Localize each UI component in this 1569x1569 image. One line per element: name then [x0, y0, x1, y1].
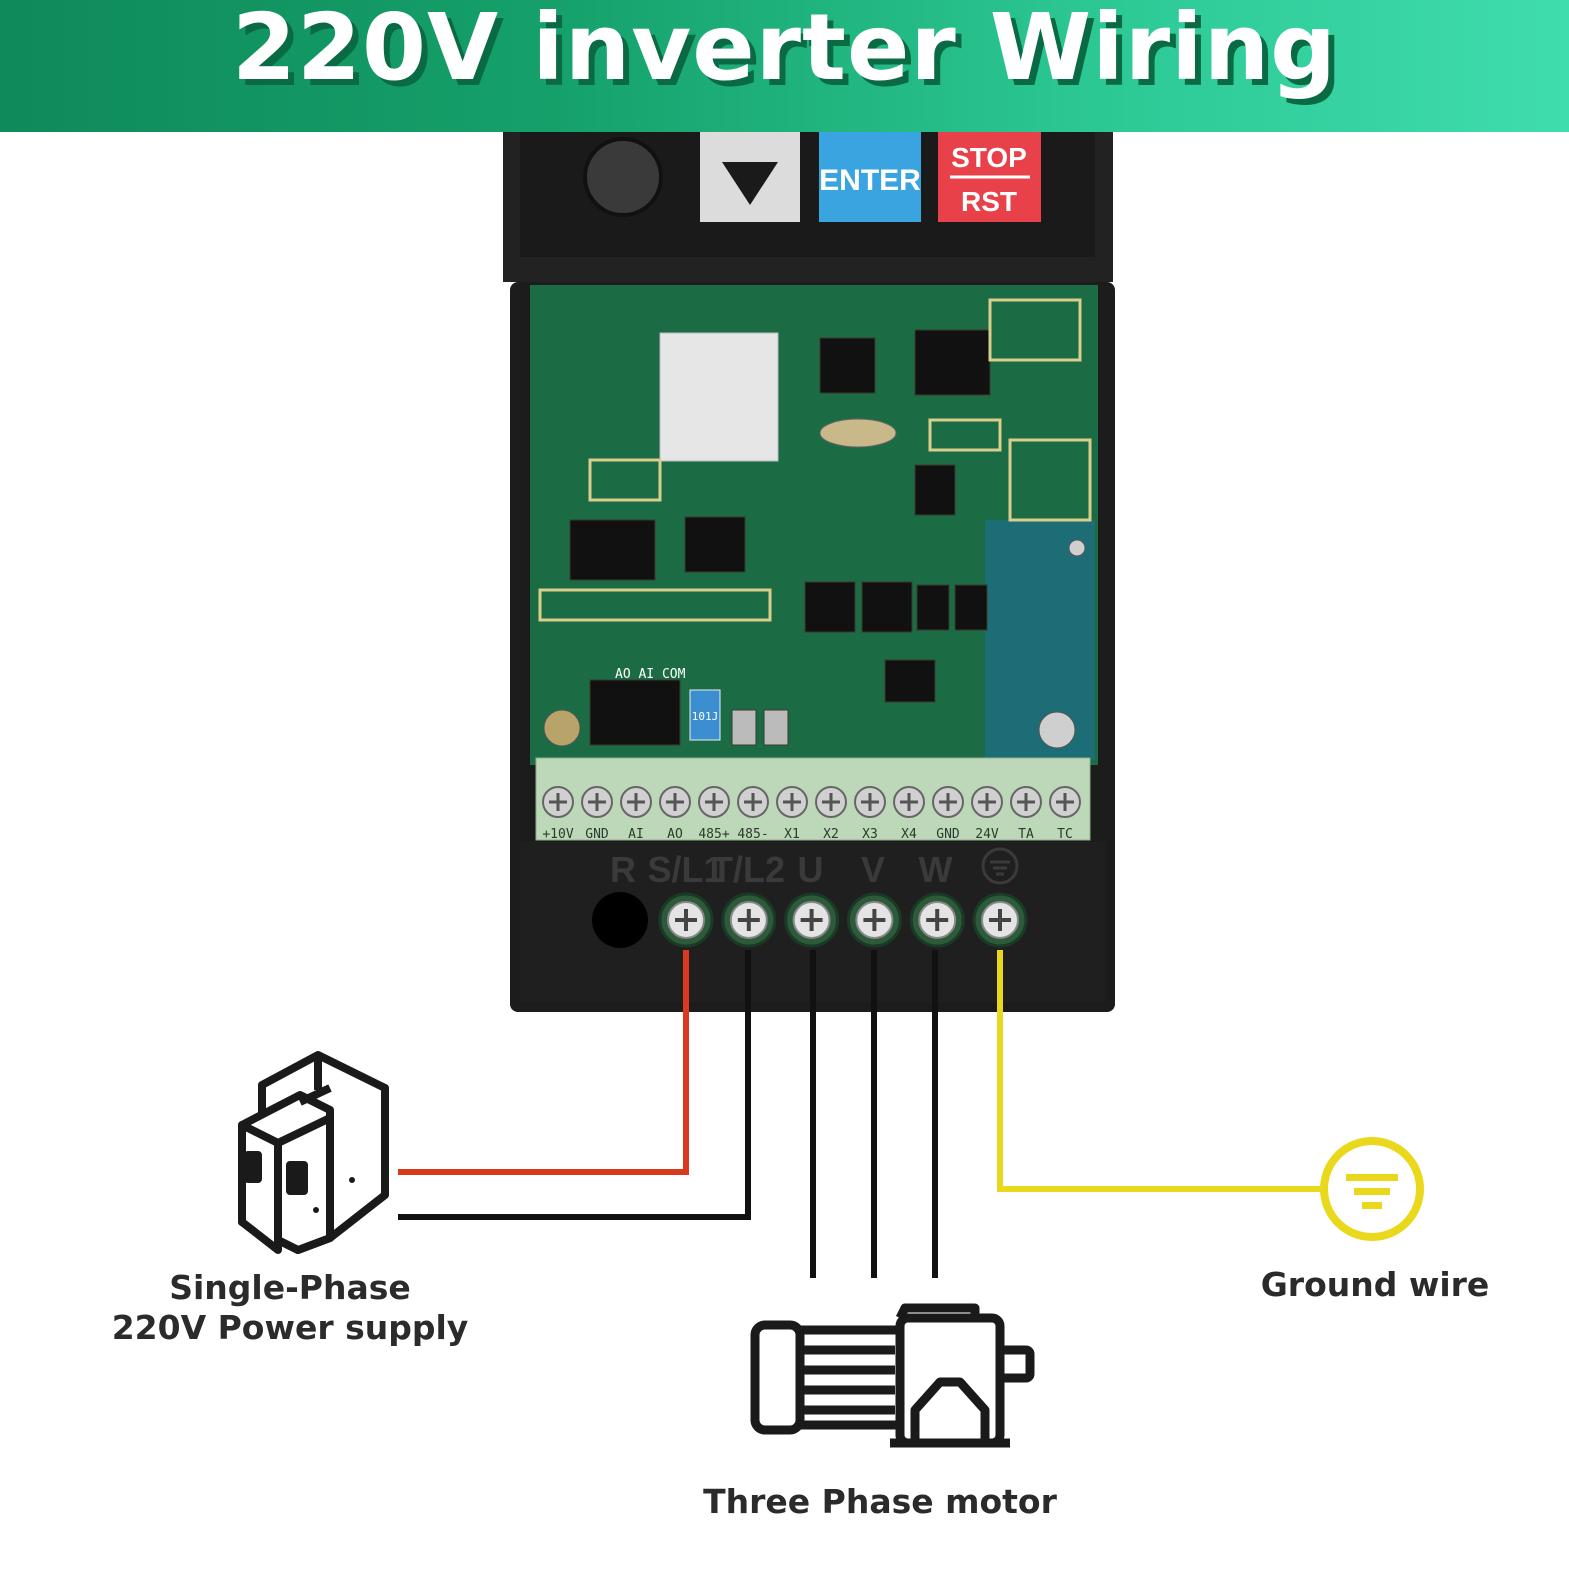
control-terminal-label: AO — [667, 827, 683, 842]
control-terminal-label: 24V — [975, 827, 999, 842]
control-terminal-screw[interactable] — [893, 786, 925, 818]
power-terminal-screw[interactable] — [658, 892, 714, 948]
ground-wire-label: Ground wire — [1260, 1265, 1490, 1304]
control-terminal-label: TC — [1057, 827, 1073, 842]
control-terminal-label: X4 — [901, 827, 917, 842]
title-banner: 220V inverter Wiring — [0, 0, 1569, 132]
power-supply-label-line1: Single-Phase — [169, 1268, 411, 1307]
circuit-breaker-icon — [238, 1051, 389, 1254]
control-terminal-screw[interactable] — [698, 786, 730, 818]
chip-label: 101J — [692, 710, 719, 723]
control-terminal-screw[interactable] — [1010, 786, 1042, 818]
control-terminal-screw[interactable] — [542, 786, 574, 818]
control-terminal-label: TA — [1018, 827, 1034, 842]
pcb-components: 101J — [538, 298, 1092, 749]
control-terminal-screw[interactable] — [737, 786, 769, 818]
enter-button[interactable]: ENTER — [819, 132, 921, 222]
neutral-wire — [398, 950, 751, 1220]
control-terminal-screws — [542, 786, 1081, 818]
power-supply-label: Single-Phase 220V Power supply — [100, 1268, 480, 1348]
ground-symbol-icon — [981, 847, 1019, 885]
control-terminal-screw[interactable] — [659, 786, 691, 818]
down-button[interactable] — [700, 132, 800, 222]
ground-wire — [997, 950, 1322, 1192]
control-terminal-screw[interactable] — [932, 786, 964, 818]
control-terminal-label: AI — [628, 827, 644, 842]
ground-icon — [1320, 1137, 1424, 1241]
control-terminal-screw[interactable] — [620, 786, 652, 818]
power-terminal-screws — [658, 892, 1028, 948]
power-terminal-label: V — [861, 849, 885, 890]
enter-button-label: ENTER — [819, 164, 921, 197]
control-terminal-screw[interactable] — [854, 786, 886, 818]
motor-icon — [750, 1303, 1035, 1448]
power-terminal-label: R — [610, 849, 636, 890]
live-wire — [398, 950, 689, 1175]
control-terminal-screw[interactable] — [776, 786, 808, 818]
control-terminal-label: 485+ — [698, 827, 729, 842]
inverter-unit: ENTER STOP RST 101J — [503, 132, 1115, 1012]
power-terminal-screw[interactable] — [721, 892, 777, 948]
page-title: 220V inverter Wiring — [231, 0, 1338, 101]
knob[interactable] — [583, 137, 663, 217]
control-terminal-screw[interactable] — [971, 786, 1003, 818]
control-terminal-label: 485- — [737, 827, 768, 842]
power-terminal-screw[interactable] — [846, 892, 902, 948]
aoaicom-label: AO AI COM — [615, 667, 686, 682]
control-terminal-label: GND — [585, 827, 609, 842]
control-terminal-labels: +10V GND AI AO 485+ 485- X1 X2 X3 X4 GND 24V TA TC — [542, 827, 1072, 842]
control-terminal-label: GND — [936, 827, 960, 842]
control-terminal-label: X2 — [823, 827, 839, 842]
down-arrow-icon — [722, 162, 778, 205]
control-terminal-label: X1 — [784, 827, 800, 842]
control-terminal-screw[interactable] — [1049, 786, 1081, 818]
power-supply-label-line2: 220V Power supply — [111, 1308, 469, 1347]
power-terminal-label: S/L1 — [647, 849, 723, 890]
control-terminal-label: X3 — [862, 827, 878, 842]
power-terminal-screw[interactable] — [784, 892, 840, 948]
control-terminal-screw[interactable] — [581, 786, 613, 818]
terminal-hole — [592, 892, 648, 948]
power-terminal-label: T/L2 — [711, 849, 785, 890]
stop-rst-button[interactable]: STOP RST — [938, 132, 1041, 222]
control-terminal-screw[interactable] — [815, 786, 847, 818]
stop-label: STOP — [951, 142, 1027, 173]
control-terminal-label: +10V — [542, 827, 573, 842]
rst-label: RST — [961, 186, 1017, 217]
control-terminal-block — [535, 757, 1091, 841]
power-terminal-label: U — [798, 849, 824, 890]
power-terminal-screw[interactable] — [909, 892, 965, 948]
power-terminal-screw[interactable] — [972, 892, 1028, 948]
motor-label: Three Phase motor — [703, 1482, 1057, 1521]
power-terminal-label: W — [919, 849, 953, 890]
wires — [398, 950, 1322, 1278]
